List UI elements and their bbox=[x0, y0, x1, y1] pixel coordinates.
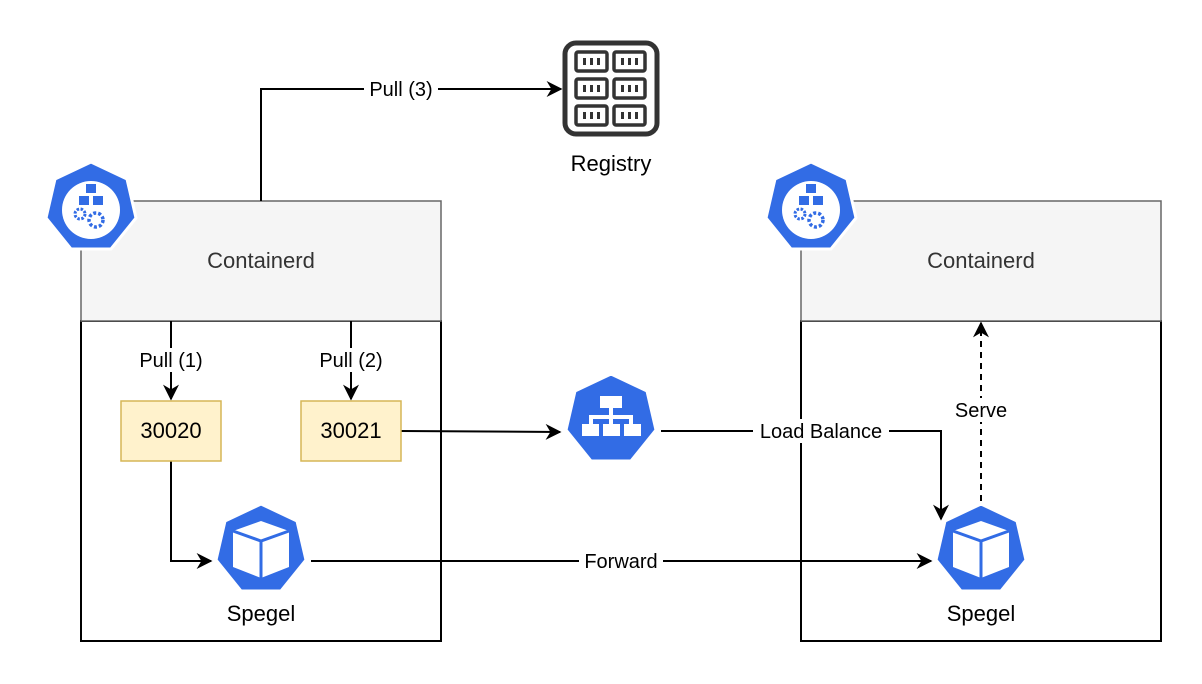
port-label: 30021 bbox=[320, 418, 381, 443]
edge-label-forward: Forward bbox=[584, 551, 657, 573]
kubernetes-node-icon bbox=[764, 160, 858, 251]
port-label: 30020 bbox=[140, 418, 201, 443]
kubernetes-pod-icon bbox=[934, 502, 1028, 593]
edge-label-load-balance: Load Balance bbox=[760, 421, 882, 443]
registry-label: Registry bbox=[571, 151, 652, 176]
edge-label-pull-2: Pull (2) bbox=[319, 350, 382, 372]
node-left-header bbox=[80, 200, 442, 322]
edge-port-to-spegel bbox=[170, 461, 213, 569]
registry-server-icon bbox=[562, 40, 660, 137]
edge-pull-3 bbox=[260, 81, 563, 201]
node-right-title: Containerd bbox=[927, 248, 1035, 273]
spegel-right-label: Spegel bbox=[947, 601, 1016, 626]
spegel-left-label: Spegel bbox=[227, 601, 296, 626]
kubernetes-pod-icon bbox=[214, 502, 308, 593]
port-30021: 30021 bbox=[300, 400, 402, 462]
port-30020: 30020 bbox=[120, 400, 222, 462]
edge-label-serve: Serve bbox=[955, 400, 1007, 422]
kubernetes-node-icon bbox=[44, 160, 138, 251]
node-right-header bbox=[800, 200, 1162, 322]
edge-port-to-service bbox=[400, 423, 562, 440]
kubernetes-service-icon bbox=[564, 372, 658, 463]
edge-label-pull-3: Pull (3) bbox=[369, 79, 432, 101]
edge-label-pull-1: Pull (1) bbox=[139, 350, 202, 372]
node-left-title: Containerd bbox=[207, 248, 315, 273]
edge-labels: Pull (3) Pull (1) Pull (2) Load Balance … bbox=[134, 77, 1013, 573]
